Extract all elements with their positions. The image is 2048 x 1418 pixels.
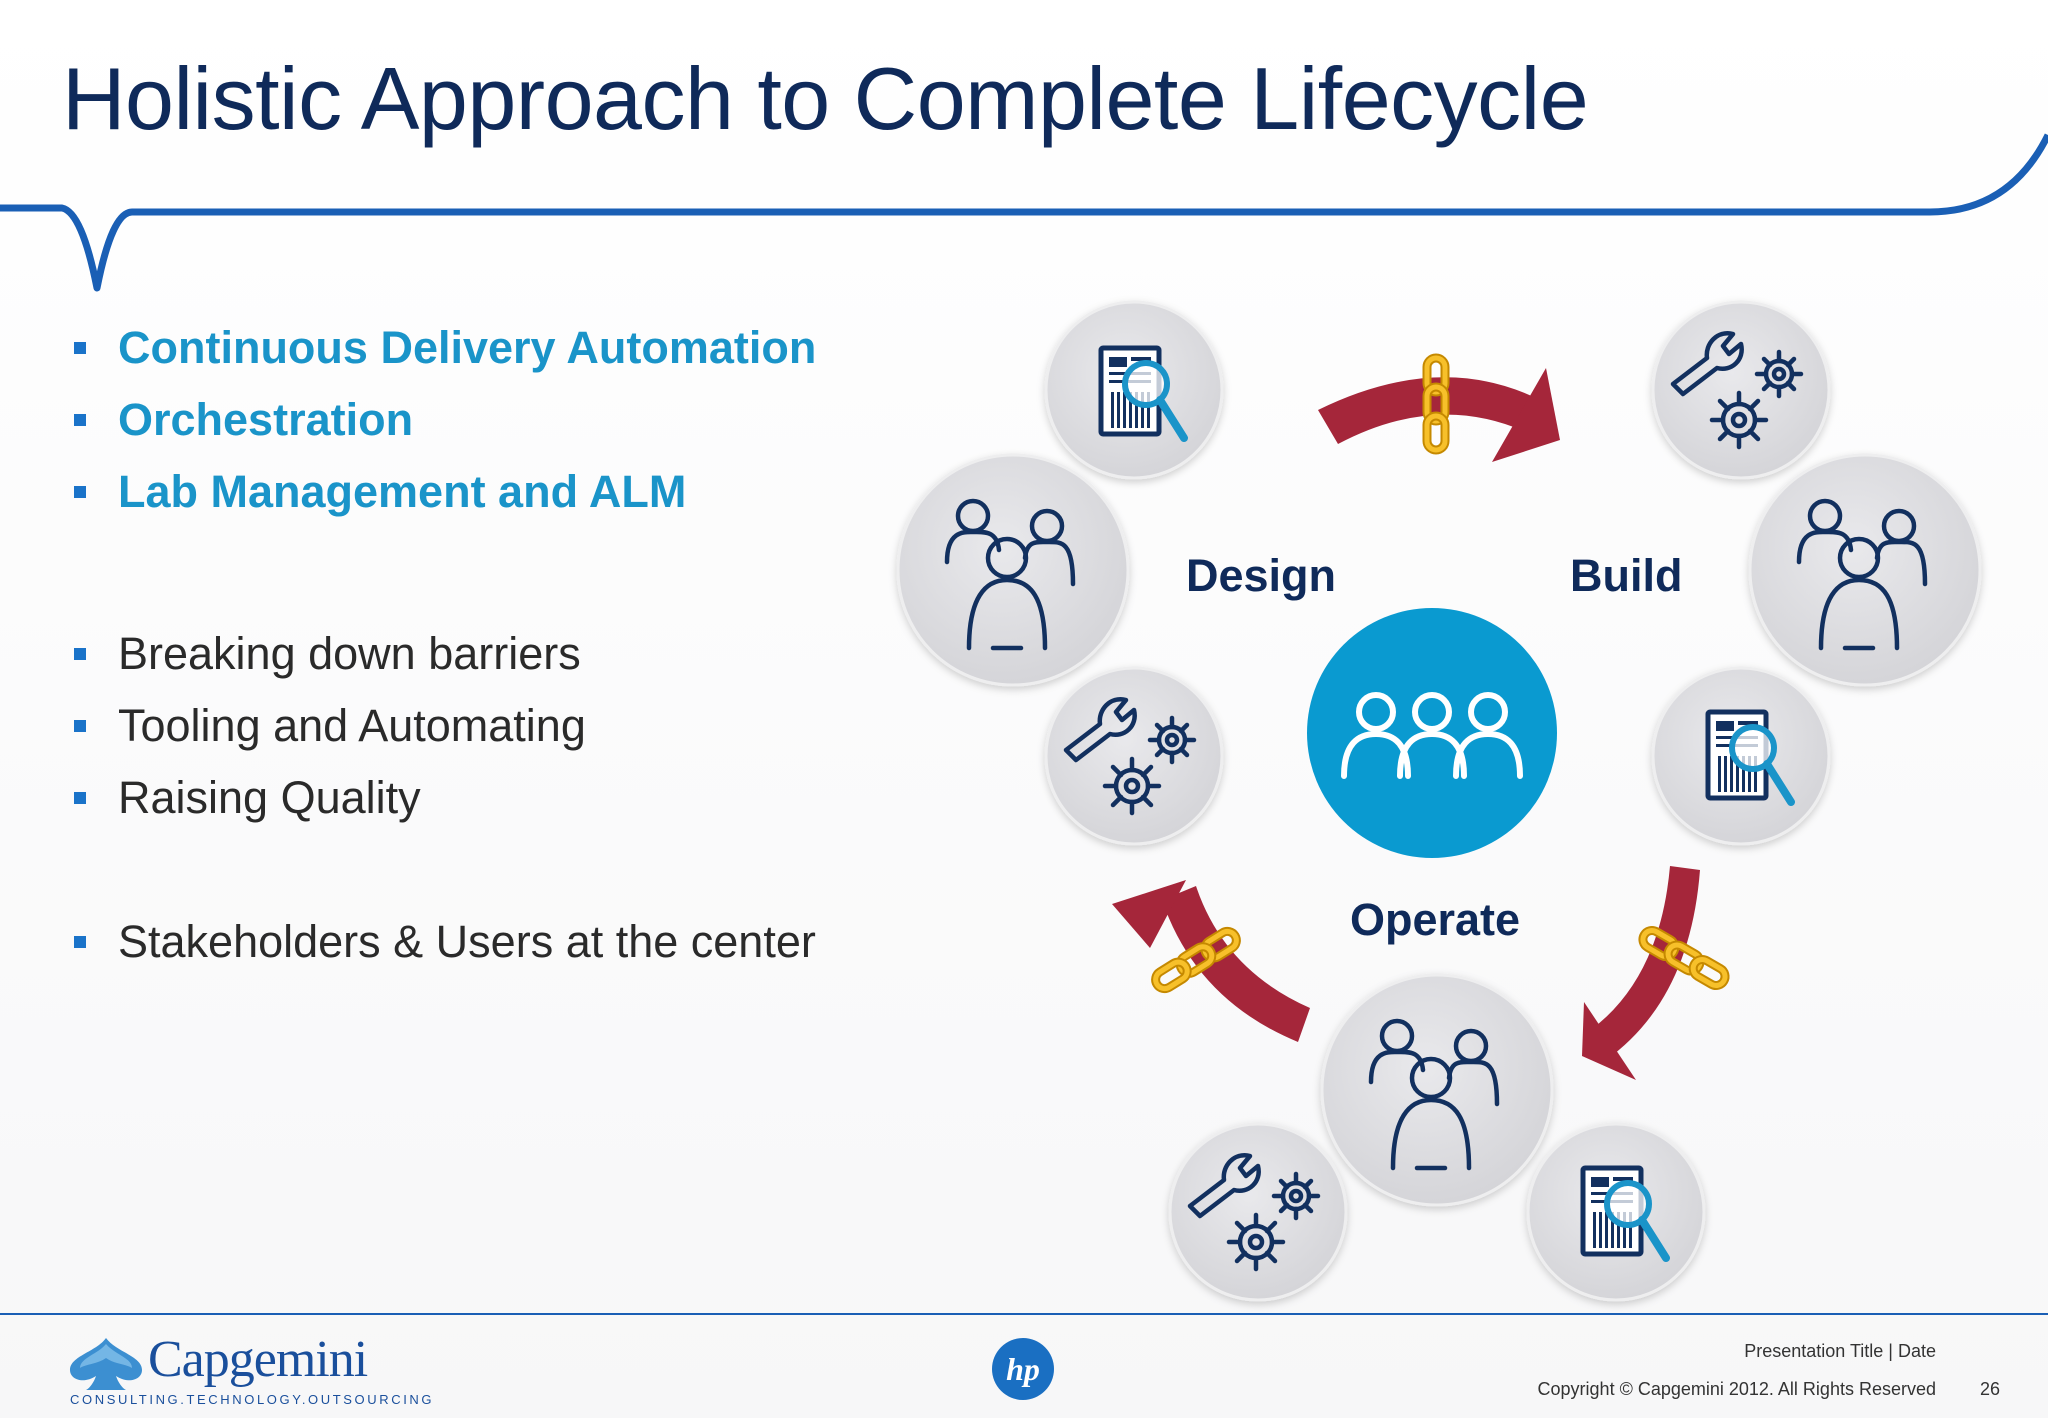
- bullet-text: Orchestration: [118, 394, 414, 445]
- footer-copyright: Copyright © Capgemini 2012. All Rights R…: [1537, 1379, 1936, 1399]
- bullet-square-icon: [74, 936, 86, 948]
- bullet-list: Continuous Delivery Automation Orchestra…: [72, 312, 912, 978]
- bullet-square-icon: [74, 342, 86, 354]
- bullet-item: Breaking down barriers: [72, 618, 912, 690]
- bullet-item: Raising Quality: [72, 762, 912, 834]
- bullet-square-icon: [74, 720, 86, 732]
- bullet-text: Continuous Delivery Automation: [118, 322, 817, 373]
- bullet-text: Raising Quality: [118, 772, 421, 823]
- bullet-item: Lab Management and ALM: [72, 456, 912, 528]
- bullet-item: Stakeholders & Users at the center: [72, 906, 912, 978]
- spade-icon: [70, 1338, 142, 1390]
- logo-wordmark: Capgemini: [148, 1331, 368, 1388]
- phase-label-build: Build: [1570, 550, 1683, 601]
- svg-text:hp: hp: [1006, 1351, 1040, 1387]
- hp-logo: hp: [992, 1338, 1054, 1400]
- bullet-item: Tooling and Automating: [72, 690, 912, 762]
- bullet-item: Orchestration: [72, 384, 912, 456]
- bullet-item: Continuous Delivery Automation: [72, 312, 912, 384]
- bullet-text: Breaking down barriers: [118, 628, 581, 679]
- cycle-arrow-icon: [1582, 866, 1700, 1080]
- bullet-square-icon: [74, 792, 86, 804]
- phase-label-operate: Operate: [1350, 894, 1521, 945]
- bullet-square-icon: [74, 486, 86, 498]
- cycle-arrow-icon: [1112, 880, 1310, 1042]
- bullet-text: Tooling and Automating: [118, 700, 586, 751]
- footer-divider: [0, 1313, 2048, 1315]
- page-number: 26: [1980, 1379, 2001, 1399]
- bullet-square-icon: [74, 648, 86, 660]
- phase-label-design: Design: [1186, 550, 1337, 601]
- header-wave: [0, 133, 2048, 292]
- logo-tagline: CONSULTING.TECHNOLOGY.OUTSOURCING: [70, 1392, 435, 1407]
- team-icon: [1307, 608, 1557, 858]
- bullet-text: Lab Management and ALM: [118, 466, 687, 517]
- bullet-square-icon: [74, 414, 86, 426]
- slide-title: Holistic Approach to Complete Lifecycle: [62, 49, 1589, 148]
- capgemini-logo: Capgemini CONSULTING.TECHNOLOGY.OUTSOURC…: [66, 1330, 432, 1410]
- footer-presentation-title: Presentation Title | Date: [1744, 1341, 1936, 1361]
- bullet-text: Stakeholders & Users at the center: [118, 916, 816, 967]
